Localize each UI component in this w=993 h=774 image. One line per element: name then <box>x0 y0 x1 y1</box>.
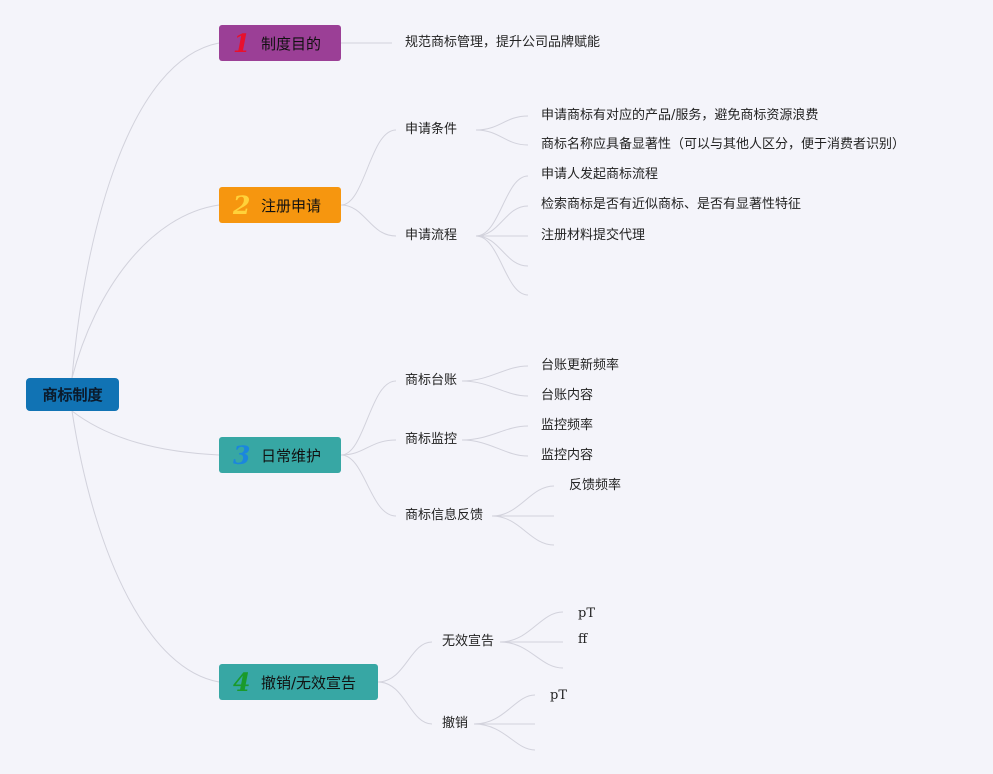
leaf-item[interactable]: 申请人发起商标流程 <box>541 167 659 182</box>
leaf-item[interactable]: 反馈频率 <box>569 478 622 493</box>
branch-label: 撤销/无效宣告 <box>261 673 357 692</box>
branch-label: 日常维护 <box>261 446 322 465</box>
branch-number: 3 <box>233 440 251 470</box>
leaf-item[interactable]: 监控内容 <box>541 448 594 463</box>
branch-revocation[interactable]: 4 撤销/无效宣告 <box>219 664 378 700</box>
branch-maintenance[interactable]: 3 日常维护 <box>219 437 341 473</box>
sub-trademark-feedback[interactable]: 商标信息反馈 <box>405 508 484 523</box>
sub-application-process[interactable]: 申请流程 <box>405 228 458 243</box>
leaf-item[interactable]: pT <box>550 688 567 703</box>
leaf-item[interactable]: 注册材料提交代理 <box>541 228 646 243</box>
sub-revocation[interactable]: 撤销 <box>442 716 469 731</box>
branch-registration[interactable]: 2 注册申请 <box>219 187 341 223</box>
branch-number: 2 <box>233 190 251 220</box>
leaf-item[interactable]: pT <box>578 606 595 621</box>
leaf-item[interactable]: 台账内容 <box>541 388 594 403</box>
sub-application-conditions[interactable]: 申请条件 <box>405 122 458 137</box>
sub-trademark-ledger[interactable]: 商标台账 <box>405 373 458 388</box>
leaf-item[interactable]: 申请商标有对应的产品/服务，避免商标资源浪费 <box>541 108 819 123</box>
branch-label: 注册申请 <box>261 196 322 215</box>
branch-number: 4 <box>233 667 251 697</box>
leaf-item[interactable]: ff <box>578 632 588 647</box>
sub-trademark-monitoring[interactable]: 商标监控 <box>405 432 458 447</box>
leaf-purpose[interactable]: 规范商标管理，提升公司品牌赋能 <box>405 35 601 50</box>
leaf-item[interactable]: 检索商标是否有近似商标、是否有显著性特征 <box>541 197 802 212</box>
leaf-item[interactable]: 商标名称应具备显著性（可以与其他人区分，便于消费者识别） <box>541 137 906 152</box>
branch-number: 1 <box>233 28 251 58</box>
leaf-item[interactable]: 监控频率 <box>541 418 594 433</box>
leaf-item[interactable]: 台账更新频率 <box>541 358 620 373</box>
root-label: 商标制度 <box>42 386 103 404</box>
branch-label: 制度目的 <box>261 34 322 53</box>
branch-purpose[interactable]: 1 制度目的 <box>219 25 341 61</box>
sub-invalidation[interactable]: 无效宣告 <box>442 634 495 649</box>
root-node[interactable]: 商标制度 <box>26 378 119 411</box>
